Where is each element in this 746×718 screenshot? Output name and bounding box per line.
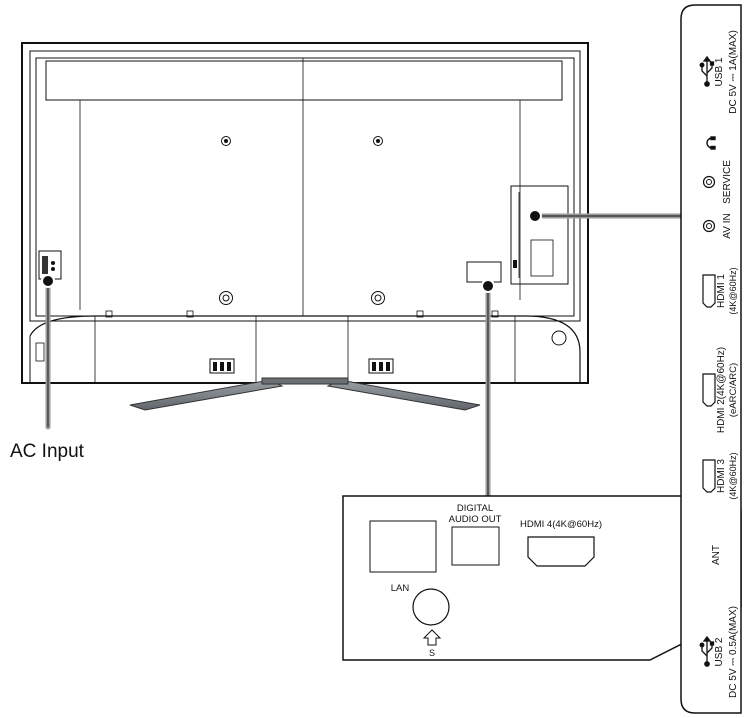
lan-port-icon [369, 520, 437, 573]
hdmi3-label: HDMI 3 [716, 459, 727, 493]
usb1-label: USB 1 [714, 57, 725, 86]
optical-port-icon [451, 526, 500, 566]
tv-rear-body [21, 42, 589, 384]
rear-bottom-connector-bay [466, 261, 502, 283]
s-mark-label: S [429, 648, 435, 658]
hdmi1-label: HDMI 1 [716, 274, 727, 308]
antenna-jack-icon [412, 588, 450, 626]
hdmi2-label: HDMI 2(4K@60Hz) [716, 347, 727, 433]
hdmi2-sub-label: (eARC/ARC) [728, 363, 739, 417]
hdmi-port-icon [527, 536, 595, 567]
service-label: SERVICE [722, 160, 733, 204]
mounting-screws [219, 136, 385, 305]
hdmi4-label: HDMI 4(4K@60Hz) [520, 519, 602, 530]
hdmi3-sub-label: (4K@60Hz) [728, 452, 738, 499]
usb2-label: USB 2 [714, 637, 725, 666]
hdmi1-sub-label: (4K@60Hz) [728, 267, 738, 314]
rear-side-connector-bay [510, 185, 569, 285]
digital-audio-label-line1: DIGITAL [457, 503, 493, 514]
side-connector-panel [680, 4, 742, 714]
leader-dots [41, 209, 542, 293]
hdmi-port-icon [702, 459, 716, 493]
headphone-icon [706, 136, 716, 150]
hdmi-port-icon [702, 373, 716, 407]
lan-label: LAN [391, 583, 410, 594]
usb1-power-label: DC 5V ⎓ 1A(MAX) [728, 30, 739, 114]
rca-jack-icon [702, 175, 716, 189]
rca-jack-icon [702, 219, 716, 233]
av-in-label: AV IN [722, 213, 733, 238]
hdmi-port-icon [702, 274, 716, 308]
digital-audio-label-line2: AUDIO OUT [449, 514, 502, 525]
arrow-up-icon [422, 629, 442, 646]
stand-feet [129, 377, 481, 411]
usb-icon [699, 635, 715, 667]
stand-brackets [209, 358, 394, 374]
usb-icon [699, 55, 715, 87]
usb2-power-label: DC 5V ⎓ 0.5A(MAX) [728, 606, 739, 698]
ant-label: ANT [711, 545, 722, 565]
ac-input-label: AC Input [10, 441, 85, 462]
ac-inlet-port [38, 250, 62, 280]
